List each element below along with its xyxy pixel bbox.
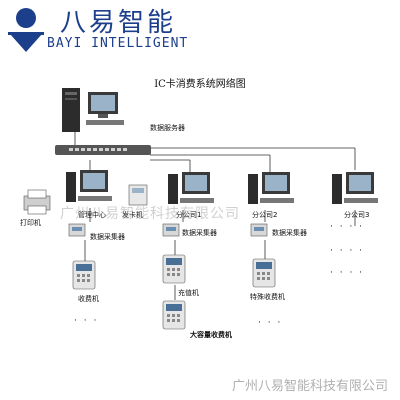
network-switch-icon	[55, 145, 151, 155]
special-pos-terminal-icon	[252, 258, 276, 288]
node-management-label: 管理中心	[78, 211, 106, 219]
pos-terminal-icon	[72, 260, 96, 290]
branch3-pc-icon	[332, 172, 378, 204]
node-branch3-label: 分公司3	[344, 211, 370, 219]
branch1-pc-icon	[168, 172, 214, 204]
collector-label-1: 数据采集器	[90, 233, 125, 241]
ellipsis: · · · ·	[330, 246, 365, 256]
collector-icon	[68, 223, 86, 237]
collector-icon	[162, 223, 180, 237]
diagram-title: IC卡消费系统网络图	[154, 79, 246, 90]
node-branch2-label: 分公司2	[252, 211, 278, 219]
printer-icon	[23, 189, 51, 215]
ellipsis: · · · ·	[330, 268, 365, 278]
ellipsis: · · · ·	[330, 222, 365, 232]
server-label: 数据服务器	[150, 124, 185, 132]
brand-name-en: BAYI INTELLIGENT	[47, 36, 189, 51]
collector-icon	[250, 223, 268, 237]
ellipsis: · · ·	[258, 318, 283, 328]
recharge-terminal-icon	[162, 254, 186, 284]
footer-company: 广州八易智能科技有限公司	[231, 379, 388, 394]
company-logo	[8, 8, 44, 52]
ellipsis: · · ·	[74, 316, 99, 326]
recharge-label: 充值机	[178, 289, 199, 297]
collector-label-2: 数据采集器	[182, 229, 217, 237]
brand-name-zh: 八易智能	[60, 8, 177, 38]
server-computer-icon	[62, 88, 124, 132]
management-pc-icon	[66, 170, 112, 202]
branch2-pc-icon	[248, 172, 294, 204]
node-card-issuer-label: 发卡机	[122, 211, 143, 219]
large-pos-terminal-icon	[162, 300, 186, 330]
collector-label-3: 数据采集器	[272, 229, 307, 237]
node-branch1-label: 分公司1	[176, 211, 202, 219]
special-pos-label: 特殊收费机	[250, 293, 285, 301]
printer-label: 打印机	[20, 219, 41, 227]
card-issuer-icon	[128, 184, 148, 206]
watermark-text: 广州八易智能科技有限公司	[60, 206, 240, 222]
large-pos-label: 大容量收费机	[190, 331, 232, 339]
pos-label: 收费机	[78, 295, 99, 303]
